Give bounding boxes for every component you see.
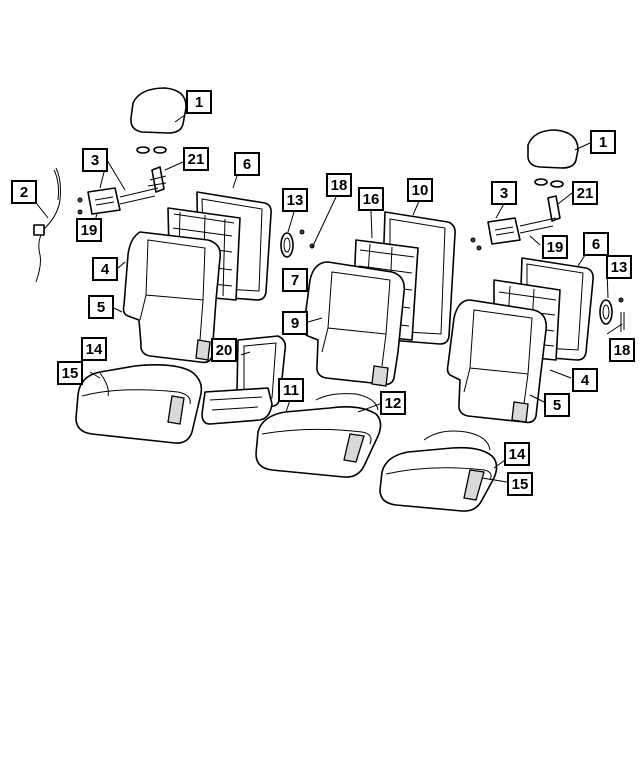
callout-16: 16 xyxy=(358,187,384,211)
callout-14-left: 14 xyxy=(81,337,107,361)
recliner-bracket-left xyxy=(77,187,159,215)
recliner-bracket-right xyxy=(470,217,557,251)
callout-13-right: 13 xyxy=(606,255,632,279)
callout-4-left: 4 xyxy=(92,257,118,281)
callout-6-left: 6 xyxy=(234,152,260,176)
seatback-left xyxy=(122,231,222,364)
callout-3-left: 3 xyxy=(82,148,108,172)
seatback-right xyxy=(446,299,548,424)
headrest-left xyxy=(130,87,187,134)
seat-cushion-right xyxy=(379,430,498,512)
callout-9: 9 xyxy=(282,311,308,335)
callout-15-left: 15 xyxy=(57,361,83,385)
callout-5-right: 5 xyxy=(544,393,570,417)
callout-5-left: 5 xyxy=(88,295,114,319)
callout-4-right: 4 xyxy=(572,368,598,392)
callout-6-right: 6 xyxy=(583,232,609,256)
callout-1-left: 1 xyxy=(186,90,212,114)
callout-13-left: 13 xyxy=(282,188,308,212)
callout-18-left: 18 xyxy=(326,173,352,197)
callout-21-left: 21 xyxy=(183,147,209,171)
callout-2: 2 xyxy=(11,180,37,204)
release-cable xyxy=(33,167,61,283)
callout-21-right: 21 xyxy=(572,181,598,205)
callout-3-right: 3 xyxy=(491,181,517,205)
callout-12: 12 xyxy=(380,391,406,415)
callout-11: 11 xyxy=(278,378,304,402)
seat-cushion-left xyxy=(75,364,203,444)
seatback-center xyxy=(302,261,406,387)
headrest-guides-right xyxy=(534,178,564,222)
callout-18-right: 18 xyxy=(609,338,635,362)
seat-cushion-center xyxy=(255,393,382,478)
callout-1-right: 1 xyxy=(590,130,616,154)
headrest-right xyxy=(527,129,579,169)
callout-14-right: 14 xyxy=(504,442,530,466)
callout-19-left: 19 xyxy=(76,218,102,242)
callout-15-right: 15 xyxy=(507,472,533,496)
callout-20: 20 xyxy=(211,338,237,362)
callout-10: 10 xyxy=(407,178,433,202)
callout-19-right: 19 xyxy=(542,235,568,259)
headrest-guides-left xyxy=(136,146,167,193)
callout-7: 7 xyxy=(282,268,308,292)
armrest-console xyxy=(201,335,287,425)
hardware-pieces xyxy=(280,229,625,332)
